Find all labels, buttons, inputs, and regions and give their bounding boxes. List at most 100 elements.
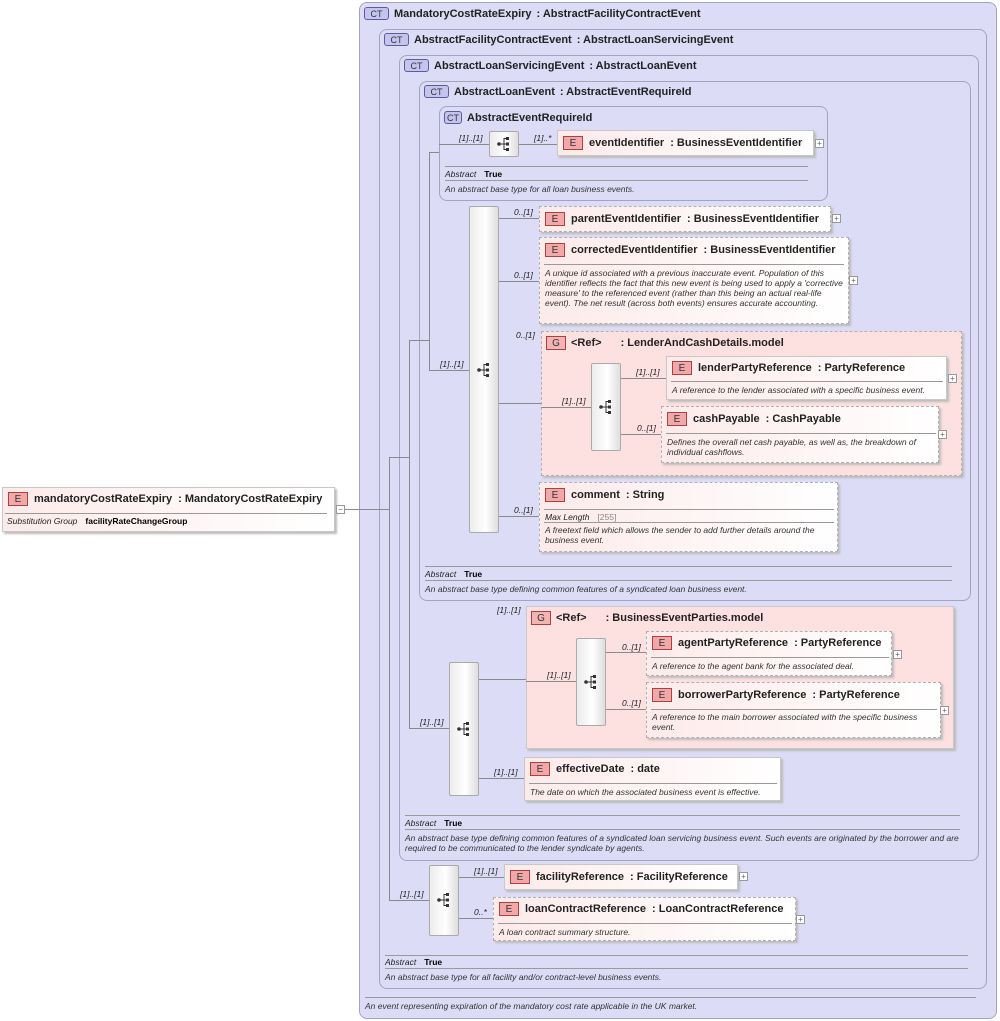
complex-type-badge-icon: CT (384, 33, 409, 46)
sequence-icon (584, 675, 596, 689)
borrower-party-documentation: A reference to the main borrower associa… (652, 712, 918, 732)
element-badge-icon: E (667, 412, 687, 426)
ct-loan-base: : AbstractEventRequireId (559, 85, 692, 98)
lender-cash-group-cardinality: 0..[1] (516, 330, 535, 340)
borrower-party-cardinality: 0..[1] (622, 698, 641, 708)
cash-payable-documentation: Defines the overall net cash payable, as… (667, 437, 917, 457)
element-badge-icon: E (672, 361, 692, 375)
sequence-icon (457, 722, 469, 736)
element-badge-icon: E (545, 243, 565, 257)
loan-contract-reference-documentation: A loan contract summary structure. (499, 927, 631, 937)
require-documentation: An abstract base type for all loan busin… (445, 184, 635, 194)
complex-type-badge-icon: CT (444, 111, 462, 124)
comment-documentation: A freetext field which allows the sender… (545, 525, 815, 545)
comment-cardinality: 0..[1] (514, 505, 533, 515)
expand-toggle-icon[interactable]: + (893, 650, 902, 659)
complex-type-badge-icon: CT (404, 59, 429, 72)
sequence-icon (599, 400, 611, 414)
effective-date-cardinality: [1]..[1] (494, 767, 518, 777)
lender-party-cardinality: [1]..[1] (636, 367, 660, 377)
ct-mandatory-title: MandatoryCostRateExpiry (394, 7, 532, 20)
element-badge-icon: E (8, 492, 28, 506)
parties-group-cardinality: [1]..[1] (497, 605, 521, 615)
element-badge-icon: E (545, 212, 565, 226)
servicing-seq-cardinality: [1]..[1] (420, 717, 444, 727)
cash-payable-cardinality: 0..[1] (637, 423, 656, 433)
expand-toggle-icon[interactable]: + (938, 430, 947, 439)
parent-event-cardinality: 0..[1] (514, 207, 533, 217)
corrected-event-documentation: A unique id associated with a previous i… (545, 268, 843, 308)
expand-toggle-icon[interactable]: + (832, 214, 841, 223)
ct-loan-header: CT AbstractLoanEvent : AbstractEventRequ… (424, 85, 691, 98)
complex-type-badge-icon: CT (424, 85, 449, 98)
ct-servicing-base: : AbstractLoanEvent (589, 59, 697, 72)
ct-servicing-title: AbstractLoanServicingEvent (434, 59, 585, 72)
expand-toggle-icon[interactable]: + (940, 706, 949, 715)
event-identifier-cardinality: [1]..* (534, 133, 552, 143)
parties-group-header: G <Ref> : BusinessEventParties.model (531, 611, 763, 625)
ct-facility-title: AbstractFacilityContractEvent (414, 33, 572, 46)
facility-documentation: An abstract base type for all facility a… (385, 972, 662, 982)
sequence-icon (477, 363, 489, 377)
element-badge-icon: E (510, 870, 530, 884)
ct-loan-title: AbstractLoanEvent (454, 85, 555, 98)
element-badge-icon: E (563, 136, 583, 150)
element-badge-icon: E (652, 688, 672, 702)
element-badge-icon: E (652, 636, 672, 650)
ct-require-title: AbstractEventRequireId (467, 111, 593, 124)
loan-seq-cardinality: [1]..[1] (440, 359, 464, 369)
expand-toggle-icon[interactable]: + (796, 915, 805, 924)
complex-type-badge-icon: CT (364, 7, 389, 20)
group-badge-icon: G (531, 611, 551, 625)
facility-reference-cardinality: [1]..[1] (474, 866, 498, 876)
parties-seq-cardinality: [1]..[1] (547, 670, 571, 680)
servicing-documentation: An abstract base type defining common fe… (405, 833, 959, 853)
ct-require-header: CT AbstractEventRequireId (444, 111, 592, 124)
sequence-compositor[interactable] (489, 131, 519, 157)
expand-toggle-icon[interactable]: + (739, 872, 748, 881)
loan-contract-reference-cardinality: 0..* (474, 907, 487, 917)
lender-party-documentation: A reference to the lender associated wit… (672, 385, 925, 395)
collapse-toggle-icon[interactable]: − (336, 505, 345, 514)
ct-servicing-header: CT AbstractLoanServicingEvent : Abstract… (404, 59, 697, 72)
ct-facility-header: CT AbstractFacilityContractEvent : Abstr… (384, 33, 733, 46)
event-id-seq-cardinality: [1]..[1] (459, 133, 483, 143)
ct-facility-base: : AbstractLoanServicingEvent (576, 33, 734, 46)
effective-date-documentation: The date on which the associated busines… (530, 787, 761, 797)
group-badge-icon: G (546, 336, 566, 350)
root-element-box[interactable]: E mandatoryCostRateExpiry : MandatoryCos… (2, 487, 335, 532)
agent-party-documentation: A reference to the agent bank for the as… (652, 661, 854, 671)
expand-toggle-icon[interactable]: + (948, 374, 957, 383)
root-element-type: : MandatoryCostRateExpiry (178, 493, 323, 505)
root-element-name: mandatoryCostRateExpiry (34, 493, 173, 505)
ct-mandatory-header: CT MandatoryCostRateExpiry : AbstractFac… (364, 7, 701, 20)
facility-seq-cardinality: [1]..[1] (400, 889, 424, 899)
corrected-event-cardinality: 0..[1] (514, 270, 533, 280)
expand-toggle-icon[interactable]: + (815, 139, 824, 148)
lender-cash-seq-cardinality: [1]..[1] (562, 396, 586, 406)
mandatory-documentation: An event representing expiration of the … (365, 1001, 698, 1011)
expand-toggle-icon[interactable]: + (849, 276, 858, 285)
agent-party-cardinality: 0..[1] (622, 642, 641, 652)
element-badge-icon: E (545, 488, 565, 502)
comment-max-length-facet: Max Length[255] (545, 512, 617, 522)
lender-cash-group-header: G <Ref> : LenderAndCashDetails.model (546, 336, 784, 350)
element-badge-icon: E (499, 902, 519, 916)
element-badge-icon: E (530, 762, 550, 776)
